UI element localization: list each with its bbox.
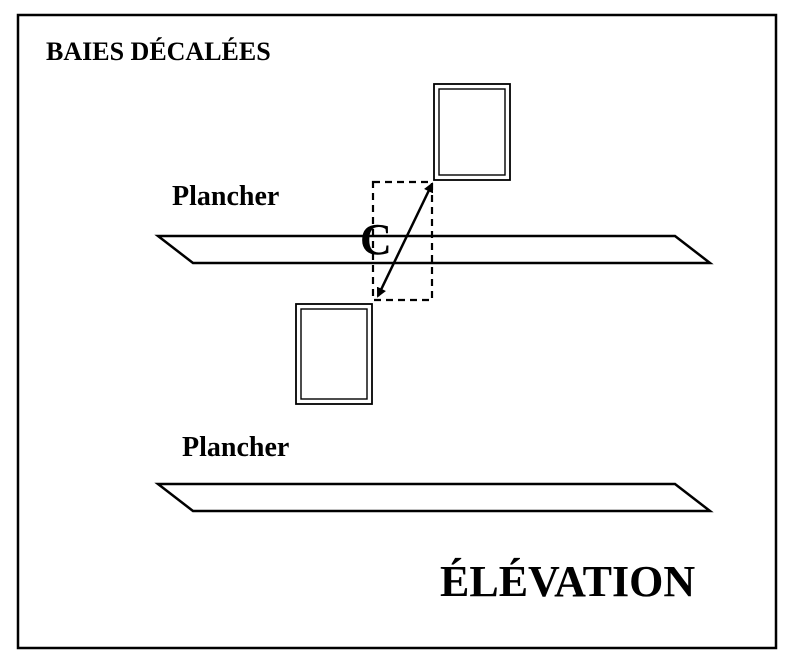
diagram-title: BAIES DÉCALÉES <box>46 37 271 66</box>
upper-floor-label: Plancher <box>172 181 279 212</box>
dimension-c-label: C <box>360 215 392 264</box>
dimension-arrow <box>376 182 434 298</box>
upper-window <box>433 83 511 181</box>
diagram-frame <box>16 13 778 650</box>
lower-floor-label: Plancher <box>182 432 289 463</box>
offset-zone <box>371 180 434 302</box>
upper-floor-slab <box>154 234 714 265</box>
lower-window <box>295 303 373 405</box>
view-label: ÉLÉVATION <box>440 557 695 606</box>
lower-floor-slab <box>154 482 714 513</box>
